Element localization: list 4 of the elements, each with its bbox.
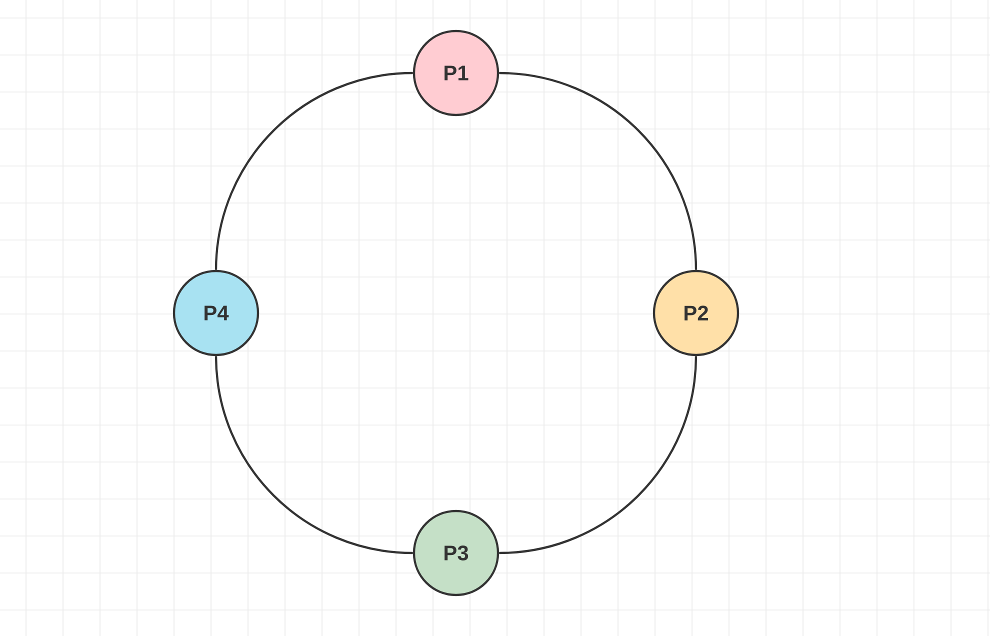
ring-arc <box>214 356 413 554</box>
ring-arc <box>499 72 698 270</box>
ring-arc <box>499 356 698 554</box>
ring-arc <box>214 72 413 270</box>
